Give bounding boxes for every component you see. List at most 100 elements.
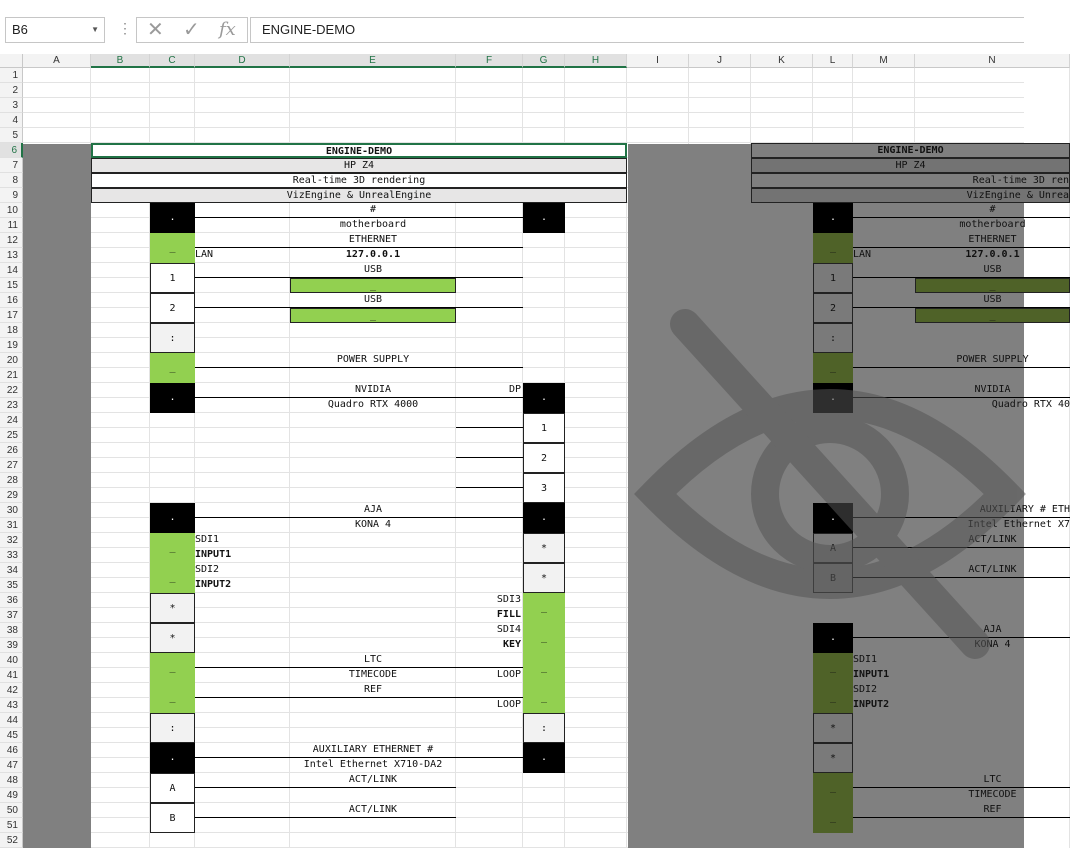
row-header-30[interactable]: 30 <box>0 503 23 518</box>
r-purpose-cell[interactable]: Real-time 3D ren <box>751 173 1070 188</box>
key-label[interactable]: KEY <box>502 639 521 650</box>
eth-label[interactable]: ETHERNET <box>348 234 398 245</box>
r-mb-block[interactable]: . <box>813 203 853 233</box>
gpu-vendor[interactable]: NVIDIA <box>354 384 392 395</box>
aja-label[interactable]: AJA <box>363 504 383 515</box>
formula-input[interactable]: ENGINE-DEMO <box>250 17 1024 43</box>
r-usb1-port[interactable]: 1 <box>813 263 853 293</box>
row-header-14[interactable]: 14 <box>0 263 23 278</box>
row-header-27[interactable]: 27 <box>0 458 23 473</box>
row-header-41[interactable]: 41 <box>0 668 23 683</box>
sdi3-label[interactable]: SDI3 <box>496 594 521 605</box>
row-header-1[interactable]: 1 <box>0 68 23 83</box>
row-header-12[interactable]: 12 <box>0 233 23 248</box>
row-header-3[interactable]: 3 <box>0 98 23 113</box>
usb1-port[interactable]: 1 <box>150 263 195 293</box>
title-cell[interactable]: ENGINE-DEMO <box>91 143 627 158</box>
r-aja-block[interactable]: . <box>813 623 853 653</box>
row-header-35[interactable]: 35 <box>0 578 23 593</box>
row-header-15[interactable]: 15 <box>0 278 23 293</box>
row-header-40[interactable]: 40 <box>0 653 23 668</box>
sdi4-port[interactable]: _ <box>523 623 565 653</box>
ltc-label[interactable]: LTC <box>363 654 383 665</box>
r-usb1-label[interactable]: USB <box>983 264 1002 275</box>
spacer-colon[interactable]: : <box>150 323 195 353</box>
x-icon[interactable]: ✕ <box>147 19 164 41</box>
r-title-cell[interactable]: ENGINE-DEMO <box>751 143 1070 158</box>
row-header-26[interactable]: 26 <box>0 443 23 458</box>
row-header-11[interactable]: 11 <box>0 218 23 233</box>
loop-label-1[interactable]: LOOP <box>496 669 521 680</box>
row-header-38[interactable]: 38 <box>0 623 23 638</box>
gpu-left-block[interactable]: . <box>150 383 195 413</box>
r-psu-port[interactable]: _ <box>813 353 853 383</box>
r-software-cell[interactable]: VizEngine & Unrea <box>751 188 1070 203</box>
g-star-2[interactable]: * <box>523 563 565 593</box>
row-header-6[interactable]: 6 <box>0 143 23 158</box>
c-star-1[interactable]: * <box>150 593 195 623</box>
usb2-value[interactable]: _ <box>290 308 456 323</box>
row-header-45[interactable]: 45 <box>0 728 23 743</box>
r-ip-address[interactable]: 127.0.0.1 <box>965 249 1020 260</box>
row-header-8[interactable]: 8 <box>0 173 23 188</box>
row-header-33[interactable]: 33 <box>0 548 23 563</box>
aux-right-block[interactable]: . <box>523 743 565 773</box>
software-cell[interactable]: VizEngine & UnrealEngine <box>91 188 627 203</box>
sdi1-port[interactable]: _ <box>150 533 195 563</box>
row-header-24[interactable]: 24 <box>0 413 23 428</box>
port-b[interactable]: B <box>150 803 195 833</box>
sdi1-label[interactable]: SDI1 <box>195 534 220 545</box>
column-header-g[interactable]: G <box>523 54 565 68</box>
chevron-down-icon[interactable]: ▼ <box>91 25 99 34</box>
gpu-model[interactable]: Quadro RTX 4000 <box>327 399 419 410</box>
column-header-e[interactable]: E <box>290 54 456 68</box>
r-usb2-port[interactable]: 2 <box>813 293 853 323</box>
r-ltc-label[interactable]: LTC <box>983 774 1002 785</box>
name-box[interactable]: B6▼ <box>5 17 105 43</box>
mb-right-block[interactable]: . <box>523 203 565 233</box>
column-header-l[interactable]: L <box>813 54 853 68</box>
dp-port-1[interactable]: 1 <box>523 413 565 443</box>
sdi2-label[interactable]: SDI2 <box>195 564 220 575</box>
ref-label[interactable]: REF <box>363 684 383 695</box>
column-header-d[interactable]: D <box>195 54 290 68</box>
r-sdi2-port[interactable]: _ <box>813 683 853 713</box>
row-header-10[interactable]: 10 <box>0 203 23 218</box>
dp-label[interactable]: DP <box>508 384 521 395</box>
row-header-49[interactable]: 49 <box>0 788 23 803</box>
r-timecode-label[interactable]: TIMECODE <box>968 789 1017 800</box>
row-header-21[interactable]: 21 <box>0 368 23 383</box>
row-header-29[interactable]: 29 <box>0 488 23 503</box>
r-nic-label[interactable]: Intel Ethernet X7 <box>967 519 1070 530</box>
aux-label[interactable]: AUXILIARY ETHERNET # <box>312 744 434 755</box>
row-header-52[interactable]: 52 <box>0 833 23 848</box>
actlink-a[interactable]: ACT/LINK <box>348 774 398 785</box>
psu-label[interactable]: POWER SUPPLY <box>336 354 410 365</box>
c-colon-2[interactable]: : <box>150 713 195 743</box>
actlink-b[interactable]: ACT/LINK <box>348 804 398 815</box>
column-header-i[interactable]: I <box>627 54 689 68</box>
port-a[interactable]: A <box>150 773 195 803</box>
kona-label[interactable]: KONA 4 <box>354 519 392 530</box>
c-star-2[interactable]: * <box>150 623 195 653</box>
ref-loop-port[interactable]: _ <box>523 683 565 713</box>
r-input1-label[interactable]: INPUT1 <box>853 669 890 680</box>
row-header-4[interactable]: 4 <box>0 113 23 128</box>
eth-port[interactable]: _ <box>150 233 195 263</box>
r-mb-hash[interactable]: # <box>989 204 996 215</box>
mb-left-block[interactable]: . <box>150 203 195 233</box>
usb1-label[interactable]: USB <box>363 264 383 275</box>
r-actlink-b[interactable]: ACT/LINK <box>968 564 1017 575</box>
r-ref-port[interactable]: _ <box>813 803 853 833</box>
lan-label[interactable]: LAN <box>195 249 214 260</box>
r-actlink-a[interactable]: ACT/LINK <box>968 534 1017 545</box>
column-header-j[interactable]: J <box>689 54 751 68</box>
row-header-13[interactable]: 13 <box>0 248 23 263</box>
row-header-9[interactable]: 9 <box>0 188 23 203</box>
gpu-right-block[interactable]: . <box>523 383 565 413</box>
row-header-39[interactable]: 39 <box>0 638 23 653</box>
dp-port-2[interactable]: 2 <box>523 443 565 473</box>
row-header-5[interactable]: 5 <box>0 128 23 143</box>
row-header-50[interactable]: 50 <box>0 803 23 818</box>
